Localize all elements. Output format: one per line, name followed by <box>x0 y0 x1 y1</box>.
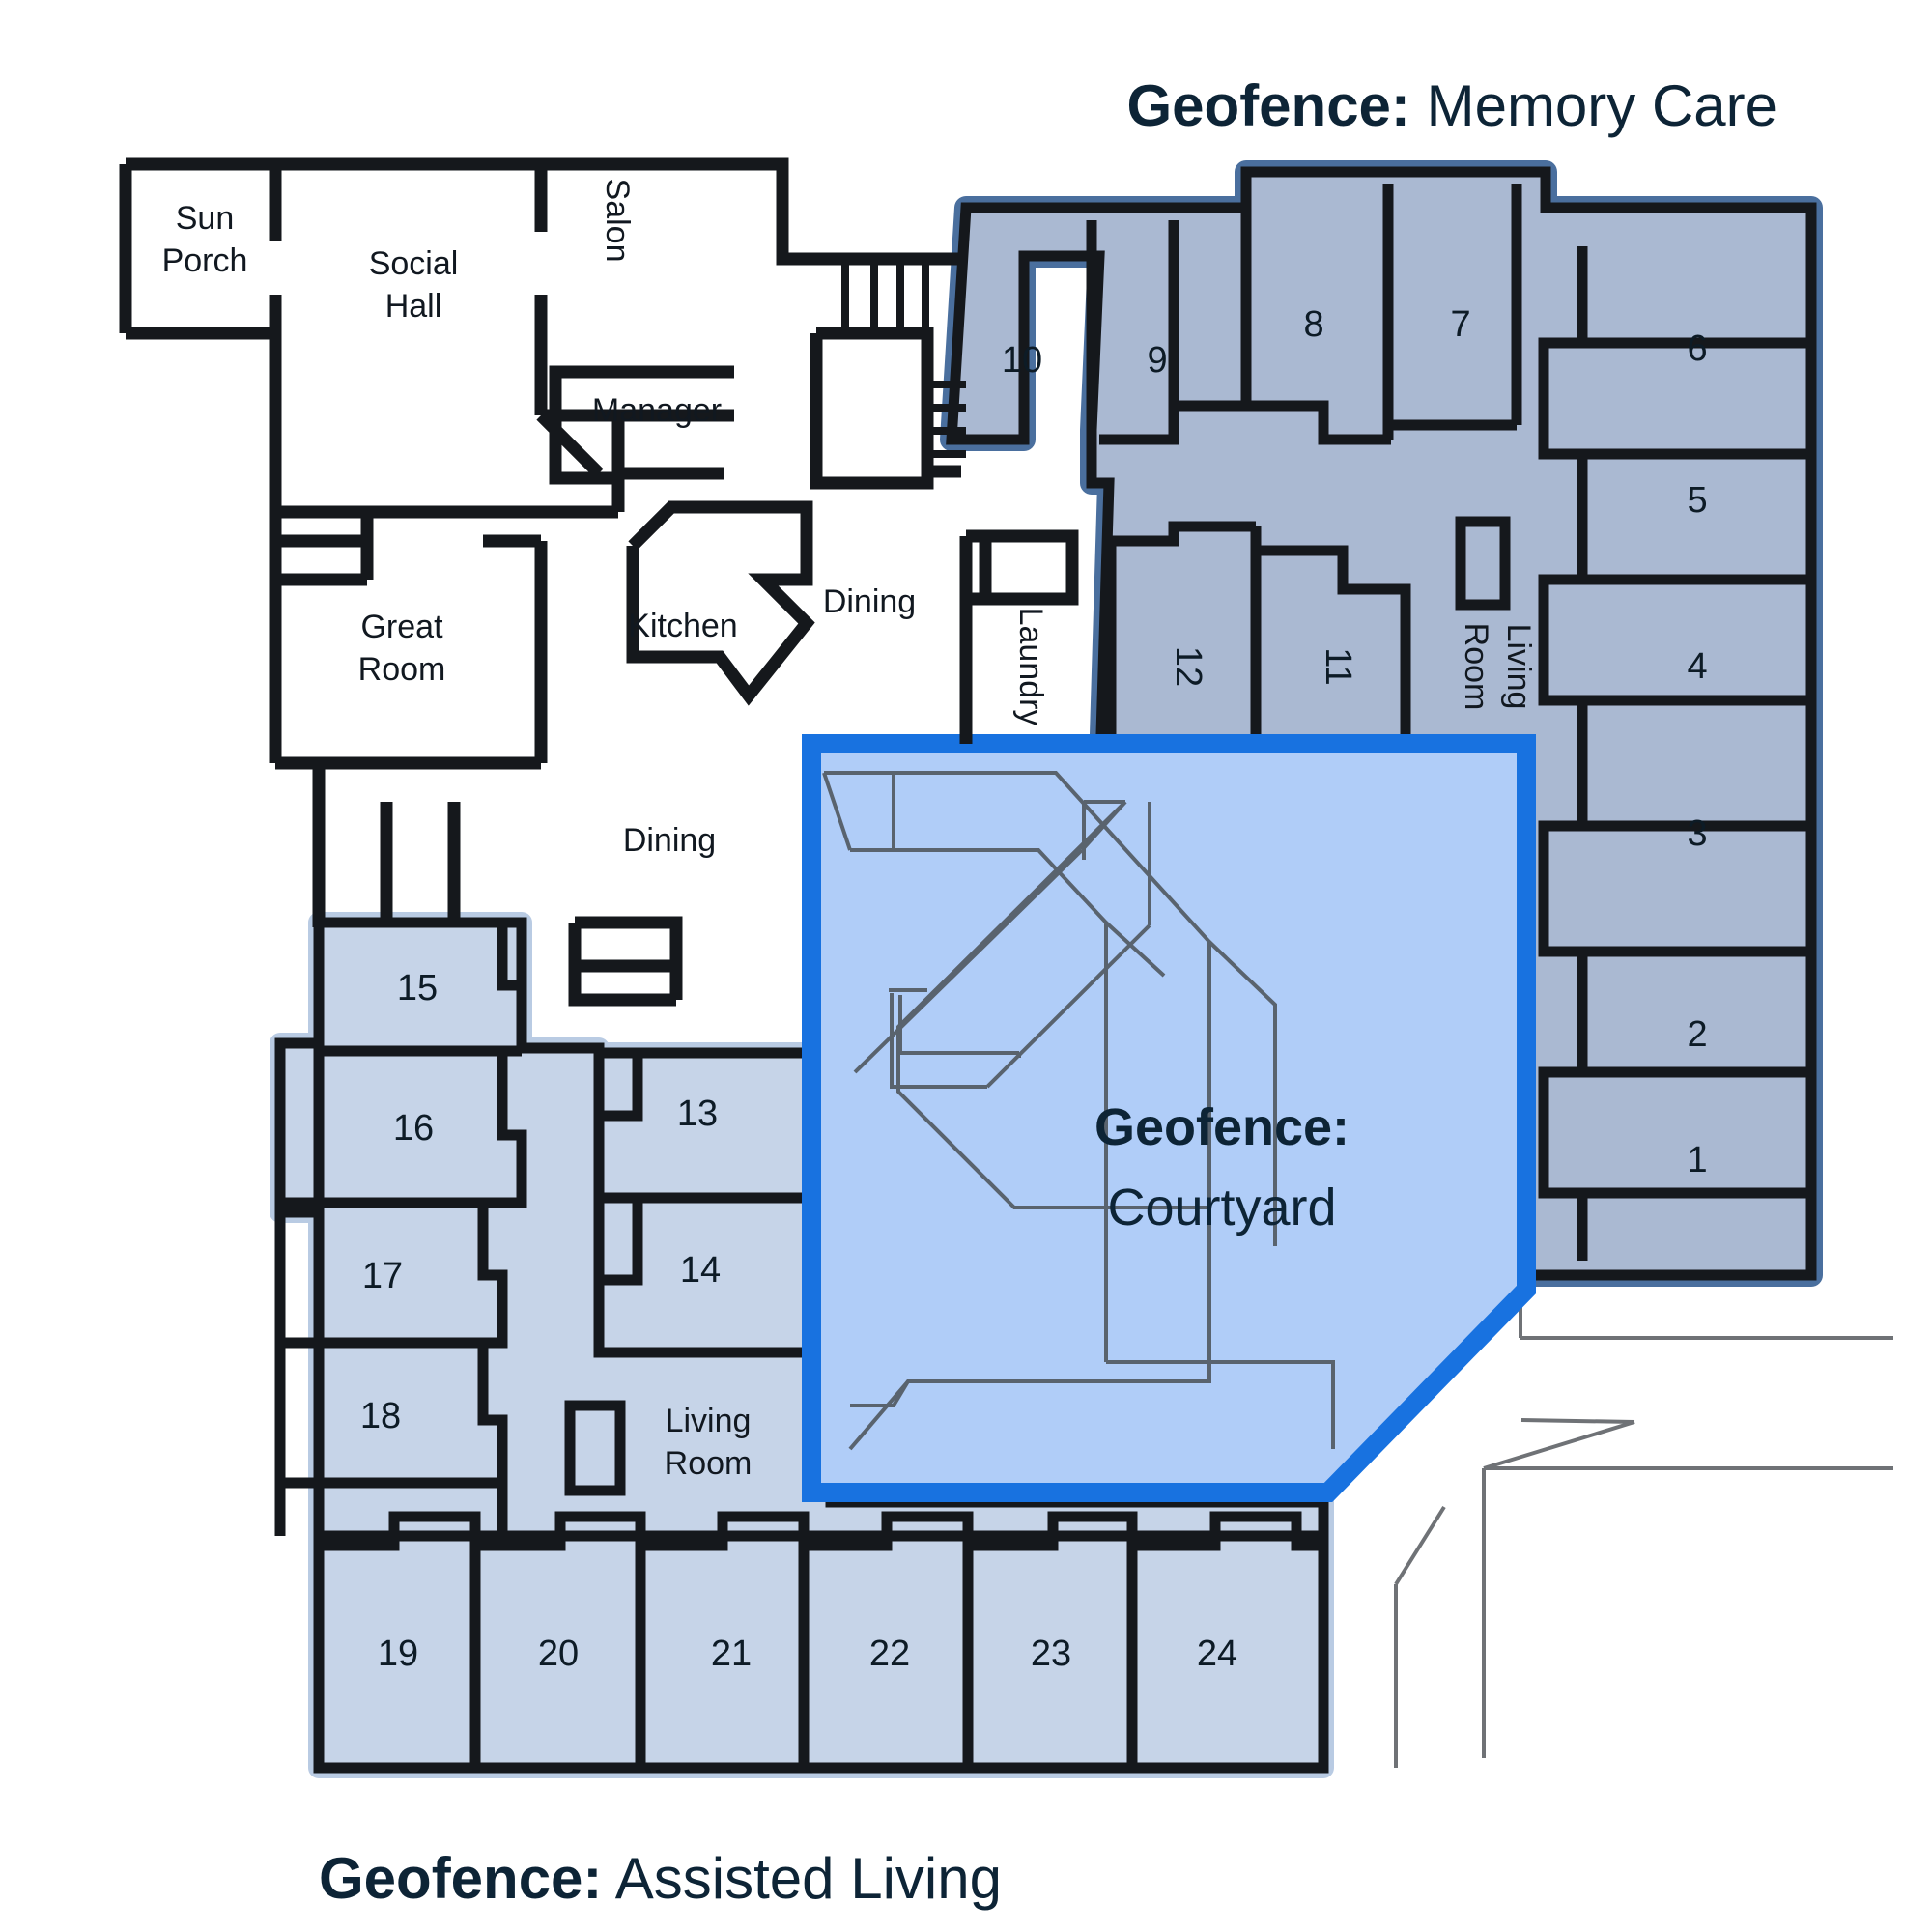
label-line: Living <box>666 1403 752 1439</box>
room-label-dining-upper: Dining <box>823 583 916 620</box>
label-line: 9 <box>1147 340 1167 381</box>
room-number-20: 20 <box>538 1634 579 1674</box>
label-line: 1 <box>1687 1140 1707 1180</box>
label-line: 17 <box>362 1256 403 1296</box>
courtyard-label-line2: Courtyard <box>1107 1179 1336 1236</box>
label-line: Living <box>1500 624 1537 710</box>
title-bottom-rest: Assisted Living <box>602 1846 1002 1911</box>
label-line: 21 <box>711 1634 752 1674</box>
label-line: 10 <box>1002 340 1042 381</box>
room-label-manager: Manager <box>592 392 722 429</box>
page-title-assisted-living: Geofence: Assisted Living <box>319 1846 1002 1911</box>
label-line: 4 <box>1687 646 1707 687</box>
memory-care-internal-walls <box>952 184 1811 1261</box>
room-number-19: 19 <box>378 1634 418 1674</box>
title-top-bold: Geofence: <box>1127 73 1410 138</box>
room-number-22: 22 <box>869 1634 910 1674</box>
label-line: 5 <box>1687 480 1707 521</box>
room-number-16: 16 <box>393 1108 434 1149</box>
label-line: 18 <box>360 1396 401 1436</box>
label-line: Porch <box>162 242 248 279</box>
label-line: 24 <box>1197 1634 1237 1674</box>
room-number-11: 11 <box>1318 647 1358 685</box>
room-number-5: 5 <box>1687 480 1707 521</box>
room-number-13: 13 <box>677 1094 718 1134</box>
label-line: 15 <box>397 968 438 1009</box>
page-title-memory-care: Geofence: Memory Care <box>1127 73 1778 138</box>
label-line: 12 <box>1168 646 1208 687</box>
room-number-21: 21 <box>711 1634 752 1674</box>
label-line: 8 <box>1303 304 1323 345</box>
room-number-2: 2 <box>1687 1014 1707 1055</box>
sidewalk-lines <box>1394 1285 1893 1768</box>
room-number-7: 7 <box>1450 304 1470 345</box>
label-line: Salon <box>599 179 636 263</box>
label-line: 2 <box>1687 1014 1707 1055</box>
label-line: 16 <box>393 1108 434 1149</box>
label-line: 19 <box>378 1634 418 1674</box>
title-bottom-bold: Geofence: <box>319 1846 602 1911</box>
room-number-23: 23 <box>1031 1634 1071 1674</box>
label-line: Room <box>358 651 446 688</box>
room-number-4: 4 <box>1687 646 1707 687</box>
common-area-walls <box>119 157 1079 1007</box>
courtyard-label-line1: Geofence: <box>1094 1098 1350 1156</box>
label-line: 23 <box>1031 1634 1071 1674</box>
label-line: Dining <box>823 583 916 620</box>
label-line: 22 <box>869 1634 910 1674</box>
label-line: Room <box>1458 623 1494 711</box>
room-number-6: 6 <box>1687 328 1707 369</box>
geofence-courtyard <box>802 734 1536 1502</box>
label-line: 3 <box>1687 813 1707 854</box>
room-number-8: 8 <box>1303 304 1323 345</box>
label-line: Hall <box>385 288 442 325</box>
title-top-rest: Memory Care <box>1410 73 1777 138</box>
label-line: Great <box>360 609 443 645</box>
room-number-1: 1 <box>1687 1140 1707 1180</box>
label-line: Manager <box>592 392 722 429</box>
room-label-dining-lower: Dining <box>623 822 716 859</box>
room-number-15: 15 <box>397 968 438 1009</box>
label-line: Dining <box>623 822 716 859</box>
room-number-14: 14 <box>680 1250 721 1291</box>
assisted-living-room-numbers: 13 14 15 16 17 18 19 20 21 22 23 24 <box>360 968 1237 1674</box>
label-line: Social <box>369 245 459 282</box>
room-number-18: 18 <box>360 1396 401 1436</box>
label-line: Sun <box>176 200 235 237</box>
room-label-kitchen: Kitchen <box>628 608 737 644</box>
label-line: 13 <box>677 1094 718 1134</box>
room-number-12: 12 <box>1168 646 1208 687</box>
geofence-courtyard-label: Geofence: Courtyard <box>1094 1098 1350 1236</box>
label-line: Laundry <box>1012 608 1049 726</box>
room-number-9: 9 <box>1147 340 1167 381</box>
label-line: 6 <box>1687 328 1707 369</box>
room-label-salon: Salon <box>599 179 636 263</box>
room-number-10: 10 <box>1002 340 1042 381</box>
assisted-living-internal-walls <box>274 923 1323 1768</box>
label-line: Kitchen <box>628 608 737 644</box>
room-number-17: 17 <box>362 1256 403 1296</box>
label-line: 20 <box>538 1634 579 1674</box>
label-line: Room <box>665 1445 753 1482</box>
room-number-3: 3 <box>1687 813 1707 854</box>
label-line: 14 <box>680 1250 721 1291</box>
label-line: 11 <box>1318 647 1358 685</box>
room-number-24: 24 <box>1197 1634 1237 1674</box>
room-label-laundry: Laundry <box>1012 608 1049 726</box>
label-line: 7 <box>1450 304 1470 345</box>
